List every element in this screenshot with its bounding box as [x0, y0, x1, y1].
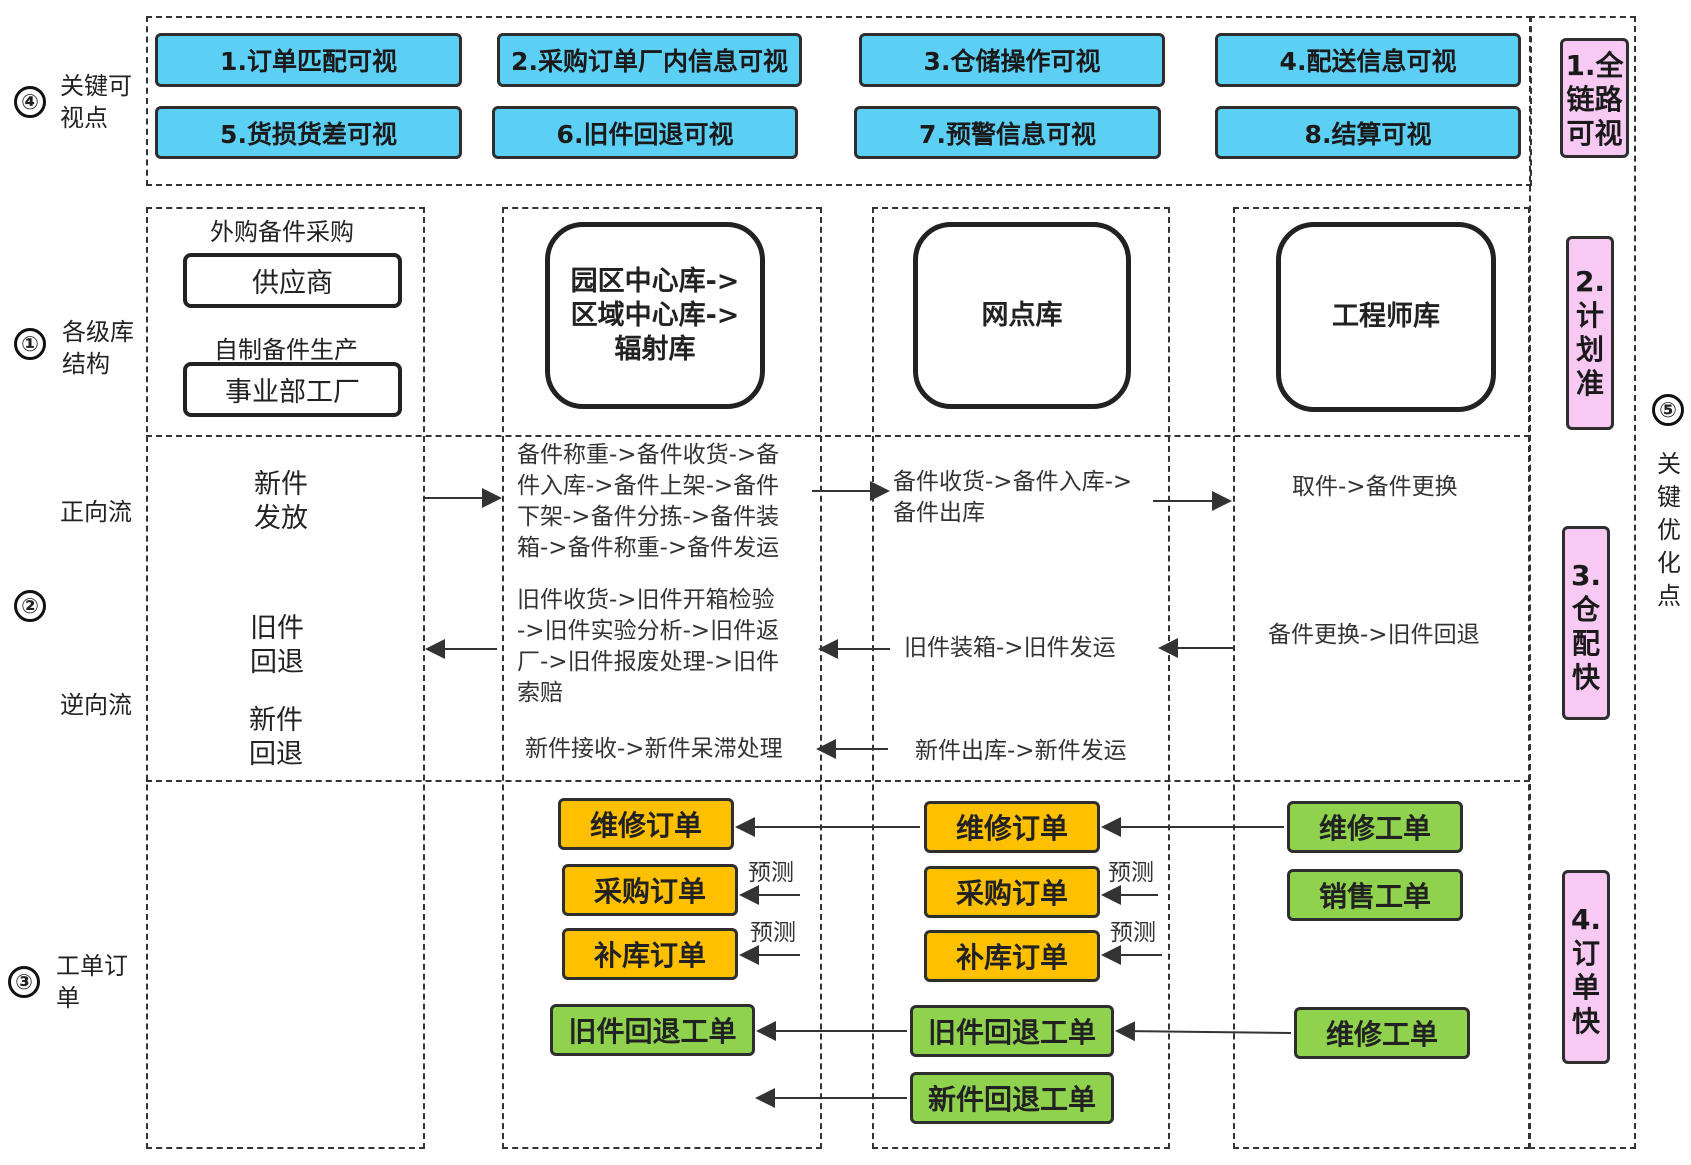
reverse-network-steps: 旧件装箱->旧件发运 — [904, 635, 1116, 661]
orders-label: 工单订 单 — [56, 952, 128, 1012]
new-issue-label: 新件 发放 — [254, 469, 308, 534]
park-repair-order: 维修订单 — [558, 798, 734, 850]
forecast-label-3: 预测 — [1108, 860, 1154, 886]
optimization-item-3: 3. 仓 配 快 — [1562, 526, 1610, 720]
badge-2: ② — [14, 590, 46, 622]
badge-5: ⑤ — [1652, 394, 1684, 426]
park-purchase-order: 采购订单 — [562, 864, 738, 916]
badge-1: ① — [14, 328, 46, 360]
new-return-network-steps: 新件出库->新件发运 — [915, 738, 1127, 764]
visibility-item-3: 3.仓储操作可视 — [859, 33, 1165, 87]
badge-3: ③ — [8, 966, 40, 998]
optimization-item-4: 4. 订 单 快 — [1562, 870, 1610, 1064]
engineer-repair-workorder: 维修工单 — [1287, 801, 1463, 853]
visibility-item-5: 5.货损货差可视 — [155, 106, 462, 159]
supplier-box: 供应商 — [183, 253, 402, 308]
column-network — [872, 207, 1170, 1149]
forecast-label-2: 预测 — [750, 920, 796, 946]
divider-flow-orders — [146, 780, 1530, 782]
visibility-item-7: 7.预警信息可视 — [854, 106, 1161, 159]
new-return-park-steps: 新件接收->新件呆滞处理 — [525, 736, 783, 762]
park-old-return-workorder: 旧件回退工单 — [550, 1004, 755, 1056]
visibility-item-6: 6.旧件回退可视 — [492, 106, 798, 159]
selfmade-production-title: 自制备件生产 — [214, 336, 358, 364]
reverse-engineer-steps: 备件更换->旧件回退 — [1268, 622, 1480, 648]
network-repair-order: 维修订单 — [924, 801, 1100, 853]
reverse-park-steps: 旧件收货->旧件开箱检验 ->旧件实验分析->旧件返 厂->旧件报废处理->旧件… — [517, 587, 780, 706]
factory-box: 事业部工厂 — [183, 362, 402, 417]
visibility-item-1: 1.订单匹配可视 — [155, 33, 462, 87]
reverse-flow-label: 逆向流 — [60, 691, 132, 719]
engineer-warehouse-box: 工程师库 — [1276, 222, 1496, 412]
structure-label: 各级库 结构 — [62, 318, 134, 378]
optimization-item-2: 2. 计 划 准 — [1566, 236, 1614, 430]
divider-structure-flow — [146, 435, 1530, 437]
badge-4: ④ — [14, 86, 46, 118]
forward-network-steps: 备件收货->备件入库-> 备件出库 — [893, 469, 1133, 526]
visibility-item-4: 4.配送信息可视 — [1215, 33, 1521, 87]
network-warehouse-box: 网点库 — [913, 222, 1131, 409]
park-warehouse-box: 园区中心库-> 区域中心库-> 辐射库 — [545, 222, 765, 409]
visibility-item-8: 8.结算可视 — [1215, 106, 1521, 159]
optimization-label: 关 键 优 化 点 — [1657, 450, 1681, 610]
forward-flow-label: 正向流 — [60, 498, 132, 526]
optimization-item-1: 1.全 链路 可视 — [1560, 38, 1629, 158]
visibility-frame — [146, 16, 1532, 186]
external-purchase-title: 外购备件采购 — [210, 218, 354, 246]
forecast-label-1: 预测 — [748, 860, 794, 886]
visibility-item-2: 2.采购订单厂内信息可视 — [497, 33, 802, 87]
column-park — [502, 207, 822, 1149]
optimization-frame — [1529, 16, 1636, 1149]
network-purchase-order: 采购订单 — [924, 866, 1100, 918]
forecast-label-4: 预测 — [1110, 920, 1156, 946]
forward-park-steps: 备件称重->备件收货->备 件入库->备件上架->备件 下架->备件分拣->备件… — [517, 442, 780, 561]
network-replenish-order: 补库订单 — [924, 930, 1100, 982]
old-return-label: 旧件 回退 — [250, 613, 304, 678]
engineer-sales-workorder: 销售工单 — [1287, 869, 1463, 921]
forward-engineer-steps: 取件->备件更换 — [1292, 474, 1458, 500]
park-replenish-order: 补库订单 — [562, 928, 738, 980]
network-old-return-workorder: 旧件回退工单 — [910, 1005, 1114, 1057]
column-external — [146, 207, 425, 1149]
visibility-label: 关键可 视点 — [60, 72, 132, 132]
network-new-return-workorder: 新件回退工单 — [910, 1072, 1114, 1124]
engineer-repair-workorder-2: 维修工单 — [1294, 1007, 1470, 1059]
arrow-old-return-engineer-network — [1115, 1021, 1292, 1042]
column-engineer — [1233, 207, 1530, 1149]
new-return-label: 新件 回退 — [249, 705, 303, 770]
